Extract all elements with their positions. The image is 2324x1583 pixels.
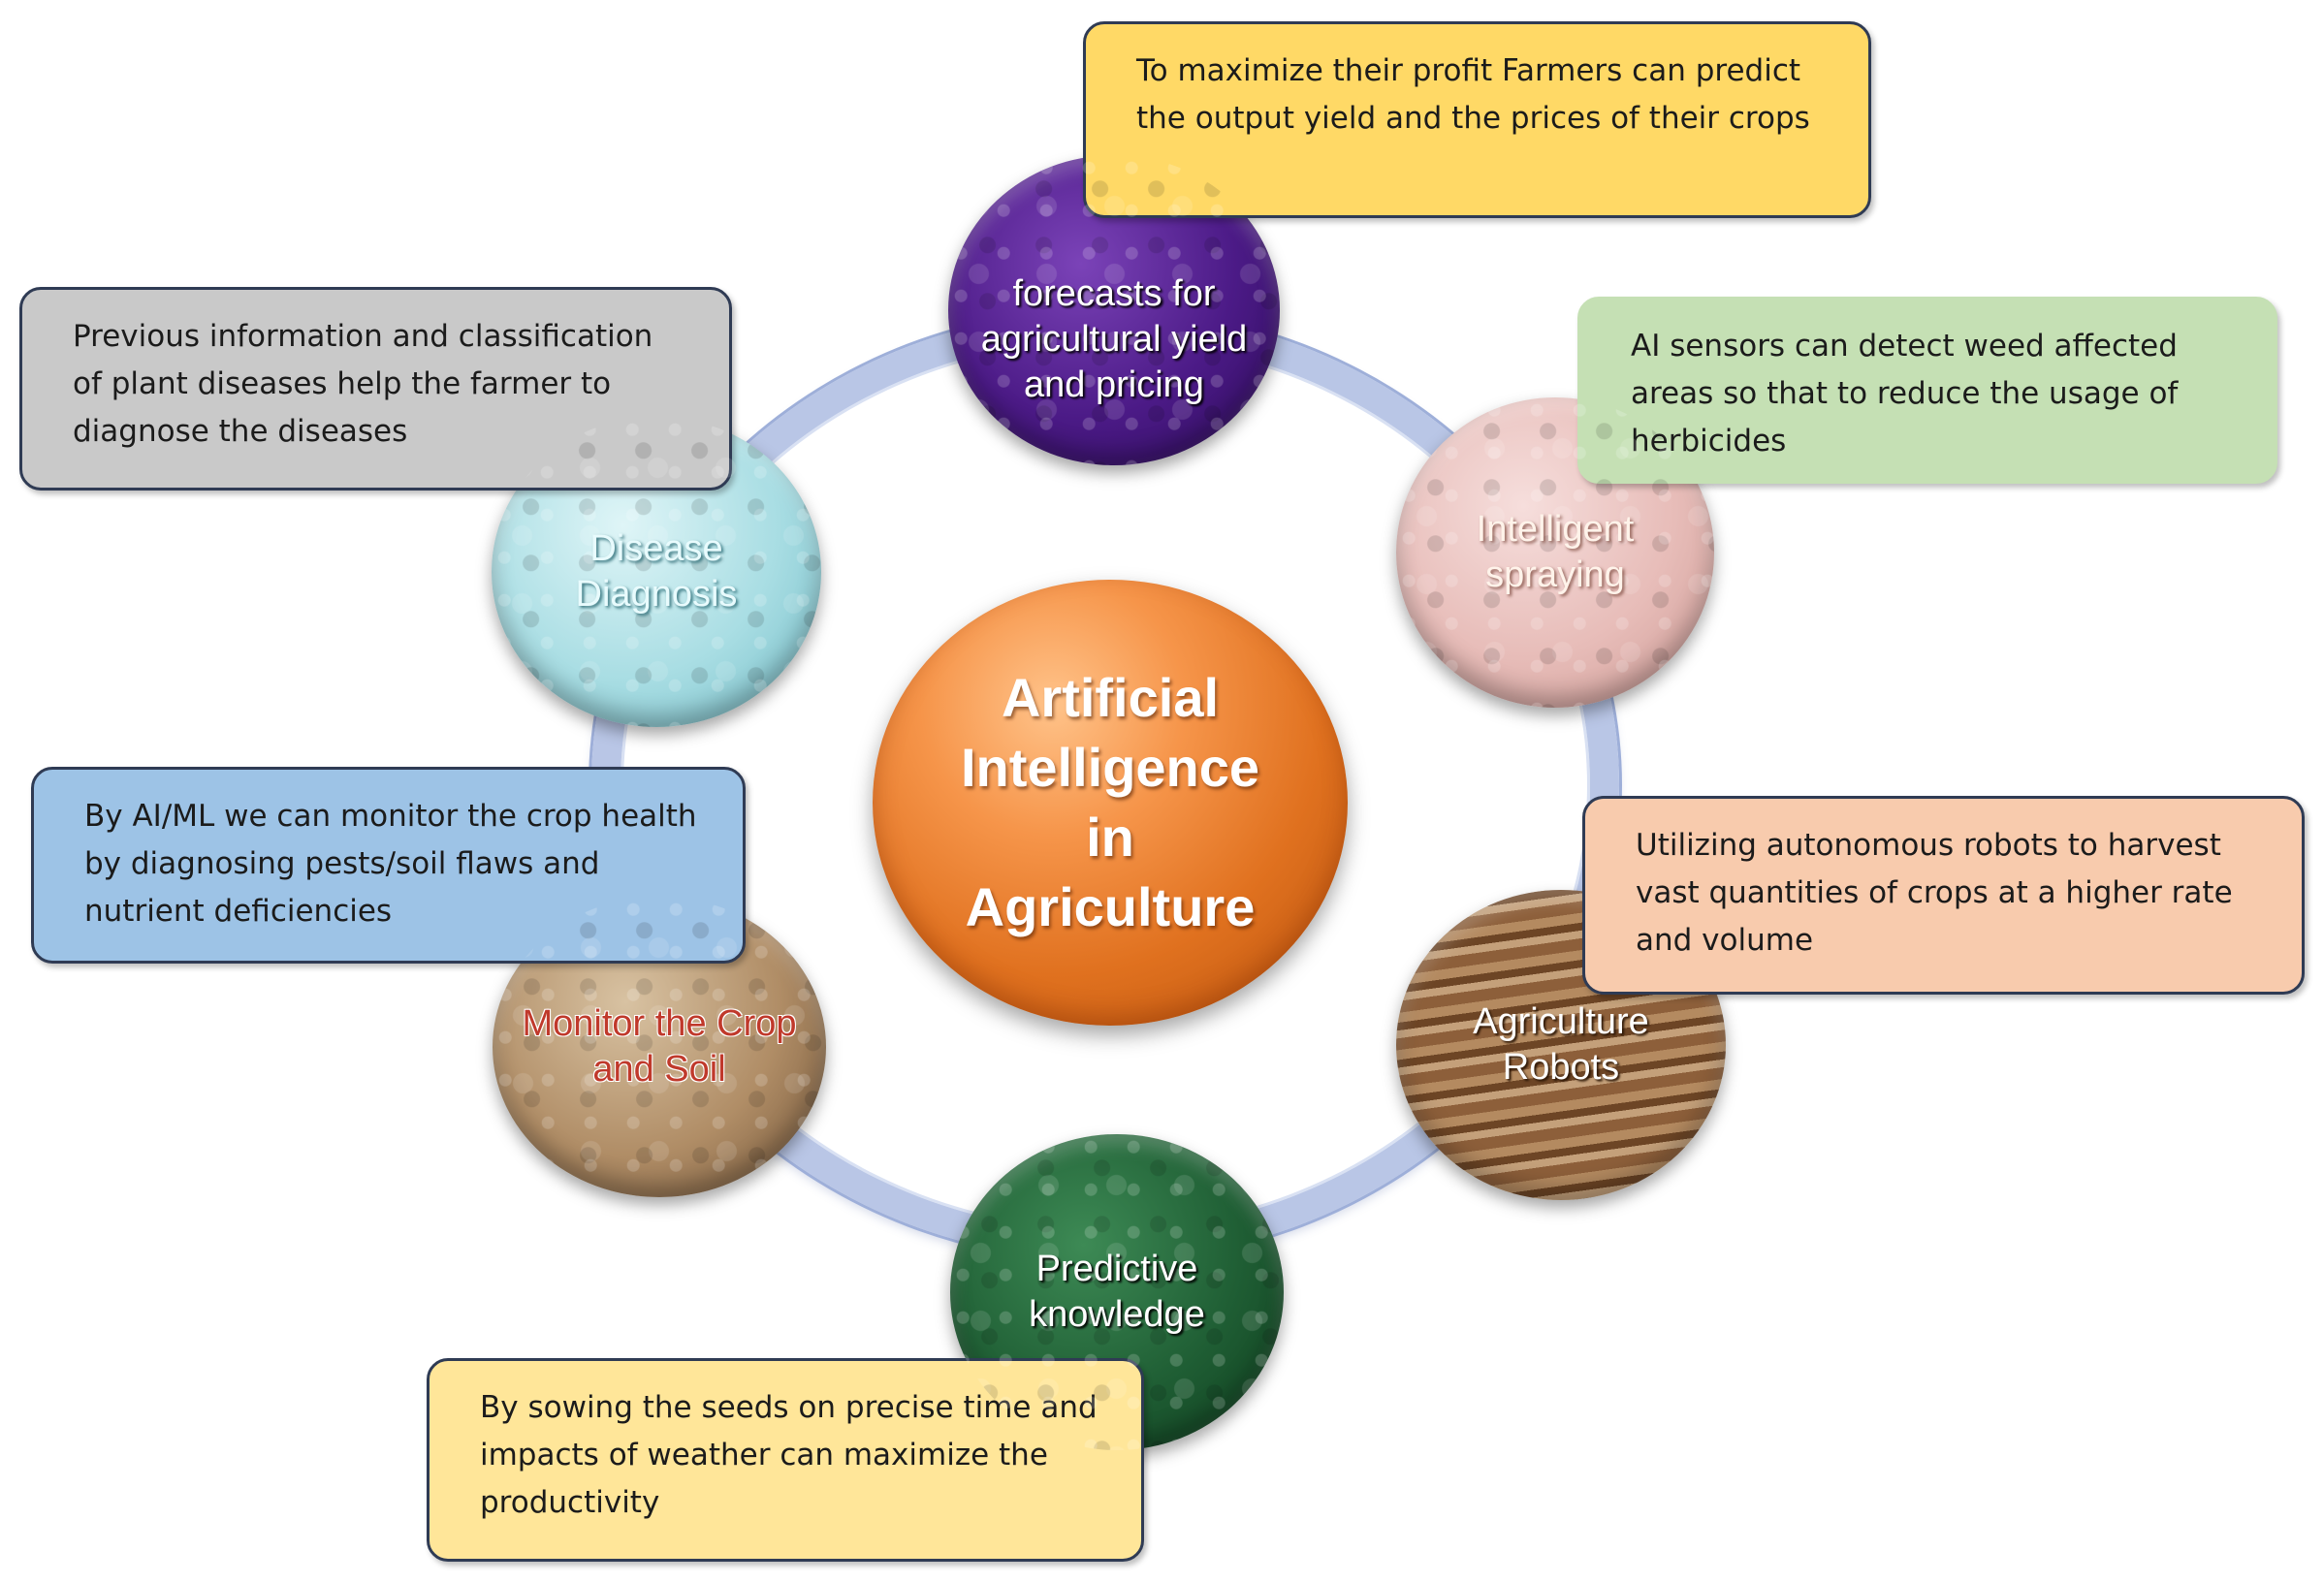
node-monitor-crop-soil: Monitor the Crop and Soil [493,897,826,1197]
callout-agriculture-robots-text: Utilizing autonomous robots to harvest v… [1636,828,2233,958]
callout-forecasts-text: To maximize their profit Farmers can pre… [1136,53,1810,136]
node-forecasts-label: forecasts for agricultural yield and pri… [980,272,1248,405]
callout-monitor-crop-soil: By AI/ML we can monitor the crop health … [31,767,746,964]
center-hub: Artificial Intelligence in Agriculture [873,580,1348,1026]
node-forecasts: forecasts for agricultural yield and pri… [948,155,1280,465]
node-intelligent-spraying-label: Intelligent spraying [1476,509,1635,595]
callout-monitor-crop-soil-text: By AI/ML we can monitor the crop health … [84,799,697,929]
node-predictive-knowledge-label: Predictive knowledge [1029,1249,1205,1335]
callout-agriculture-robots: Utilizing autonomous robots to harvest v… [1582,796,2305,995]
node-agriculture-robots: Agriculture Robots [1396,890,1726,1200]
node-intelligent-spraying: Intelligent spraying [1396,397,1714,708]
node-agriculture-robots-label: Agriculture Robots [1473,1001,1649,1088]
node-disease-diagnosis: Disease Diagnosis [492,417,821,727]
center-title: Artificial Intelligence in Agriculture [960,667,1260,937]
callout-intelligent-spraying-text: AI sensors can detect weed affected area… [1631,329,2179,459]
callout-disease-diagnosis-text: Previous information and classification … [73,319,653,449]
callout-disease-diagnosis: Previous information and classification … [19,287,732,491]
node-predictive-knowledge: Predictive knowledge [950,1134,1284,1450]
node-monitor-crop-soil-label: Monitor the Crop and Soil [522,1003,797,1090]
node-disease-diagnosis-label: Disease Diagnosis [575,528,738,615]
